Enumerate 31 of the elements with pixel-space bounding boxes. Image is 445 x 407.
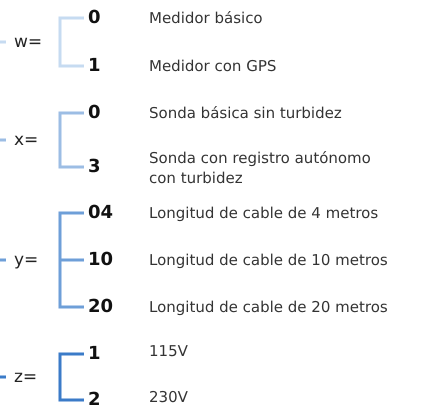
bracket-line	[58, 42, 84, 68]
option-code: 20	[88, 296, 114, 317]
bracket-line	[58, 258, 84, 262]
bracket-line	[58, 140, 84, 168]
option-code: 2	[88, 389, 101, 407]
bracket-line	[58, 352, 84, 377]
option-description: 115V	[149, 341, 189, 361]
bracket-line	[58, 112, 84, 140]
option-description: Sonda básica sin turbidez	[149, 103, 343, 123]
variable-label: y=	[14, 250, 38, 270]
option-description: Longitud de cable de 20 metros	[149, 297, 389, 317]
option-code: 0	[88, 102, 101, 123]
option-code: 1	[88, 343, 101, 364]
option-description: Medidor básico	[149, 8, 264, 28]
option-description: Longitud de cable de 10 metros	[149, 250, 389, 270]
option-code: 04	[88, 202, 114, 223]
variable-label: z=	[14, 367, 38, 387]
bracket-line	[58, 212, 84, 260]
bracket-line	[58, 16, 84, 42]
option-code: 0	[88, 7, 101, 28]
bracket-line	[58, 377, 84, 402]
option-code: 1	[88, 55, 101, 76]
bracket-line	[58, 260, 84, 308]
option-description: Medidor con GPS	[149, 56, 278, 76]
option-description: Longitud de cable de 4 metros	[149, 203, 380, 223]
variable-label: w=	[14, 32, 42, 52]
variable-label: x=	[14, 130, 38, 150]
option-code: 10	[88, 249, 114, 270]
option-code: 3	[88, 156, 101, 177]
option-description: 230V	[149, 387, 189, 407]
option-description: Sonda con registro autónomo con turbidez	[149, 148, 372, 188]
